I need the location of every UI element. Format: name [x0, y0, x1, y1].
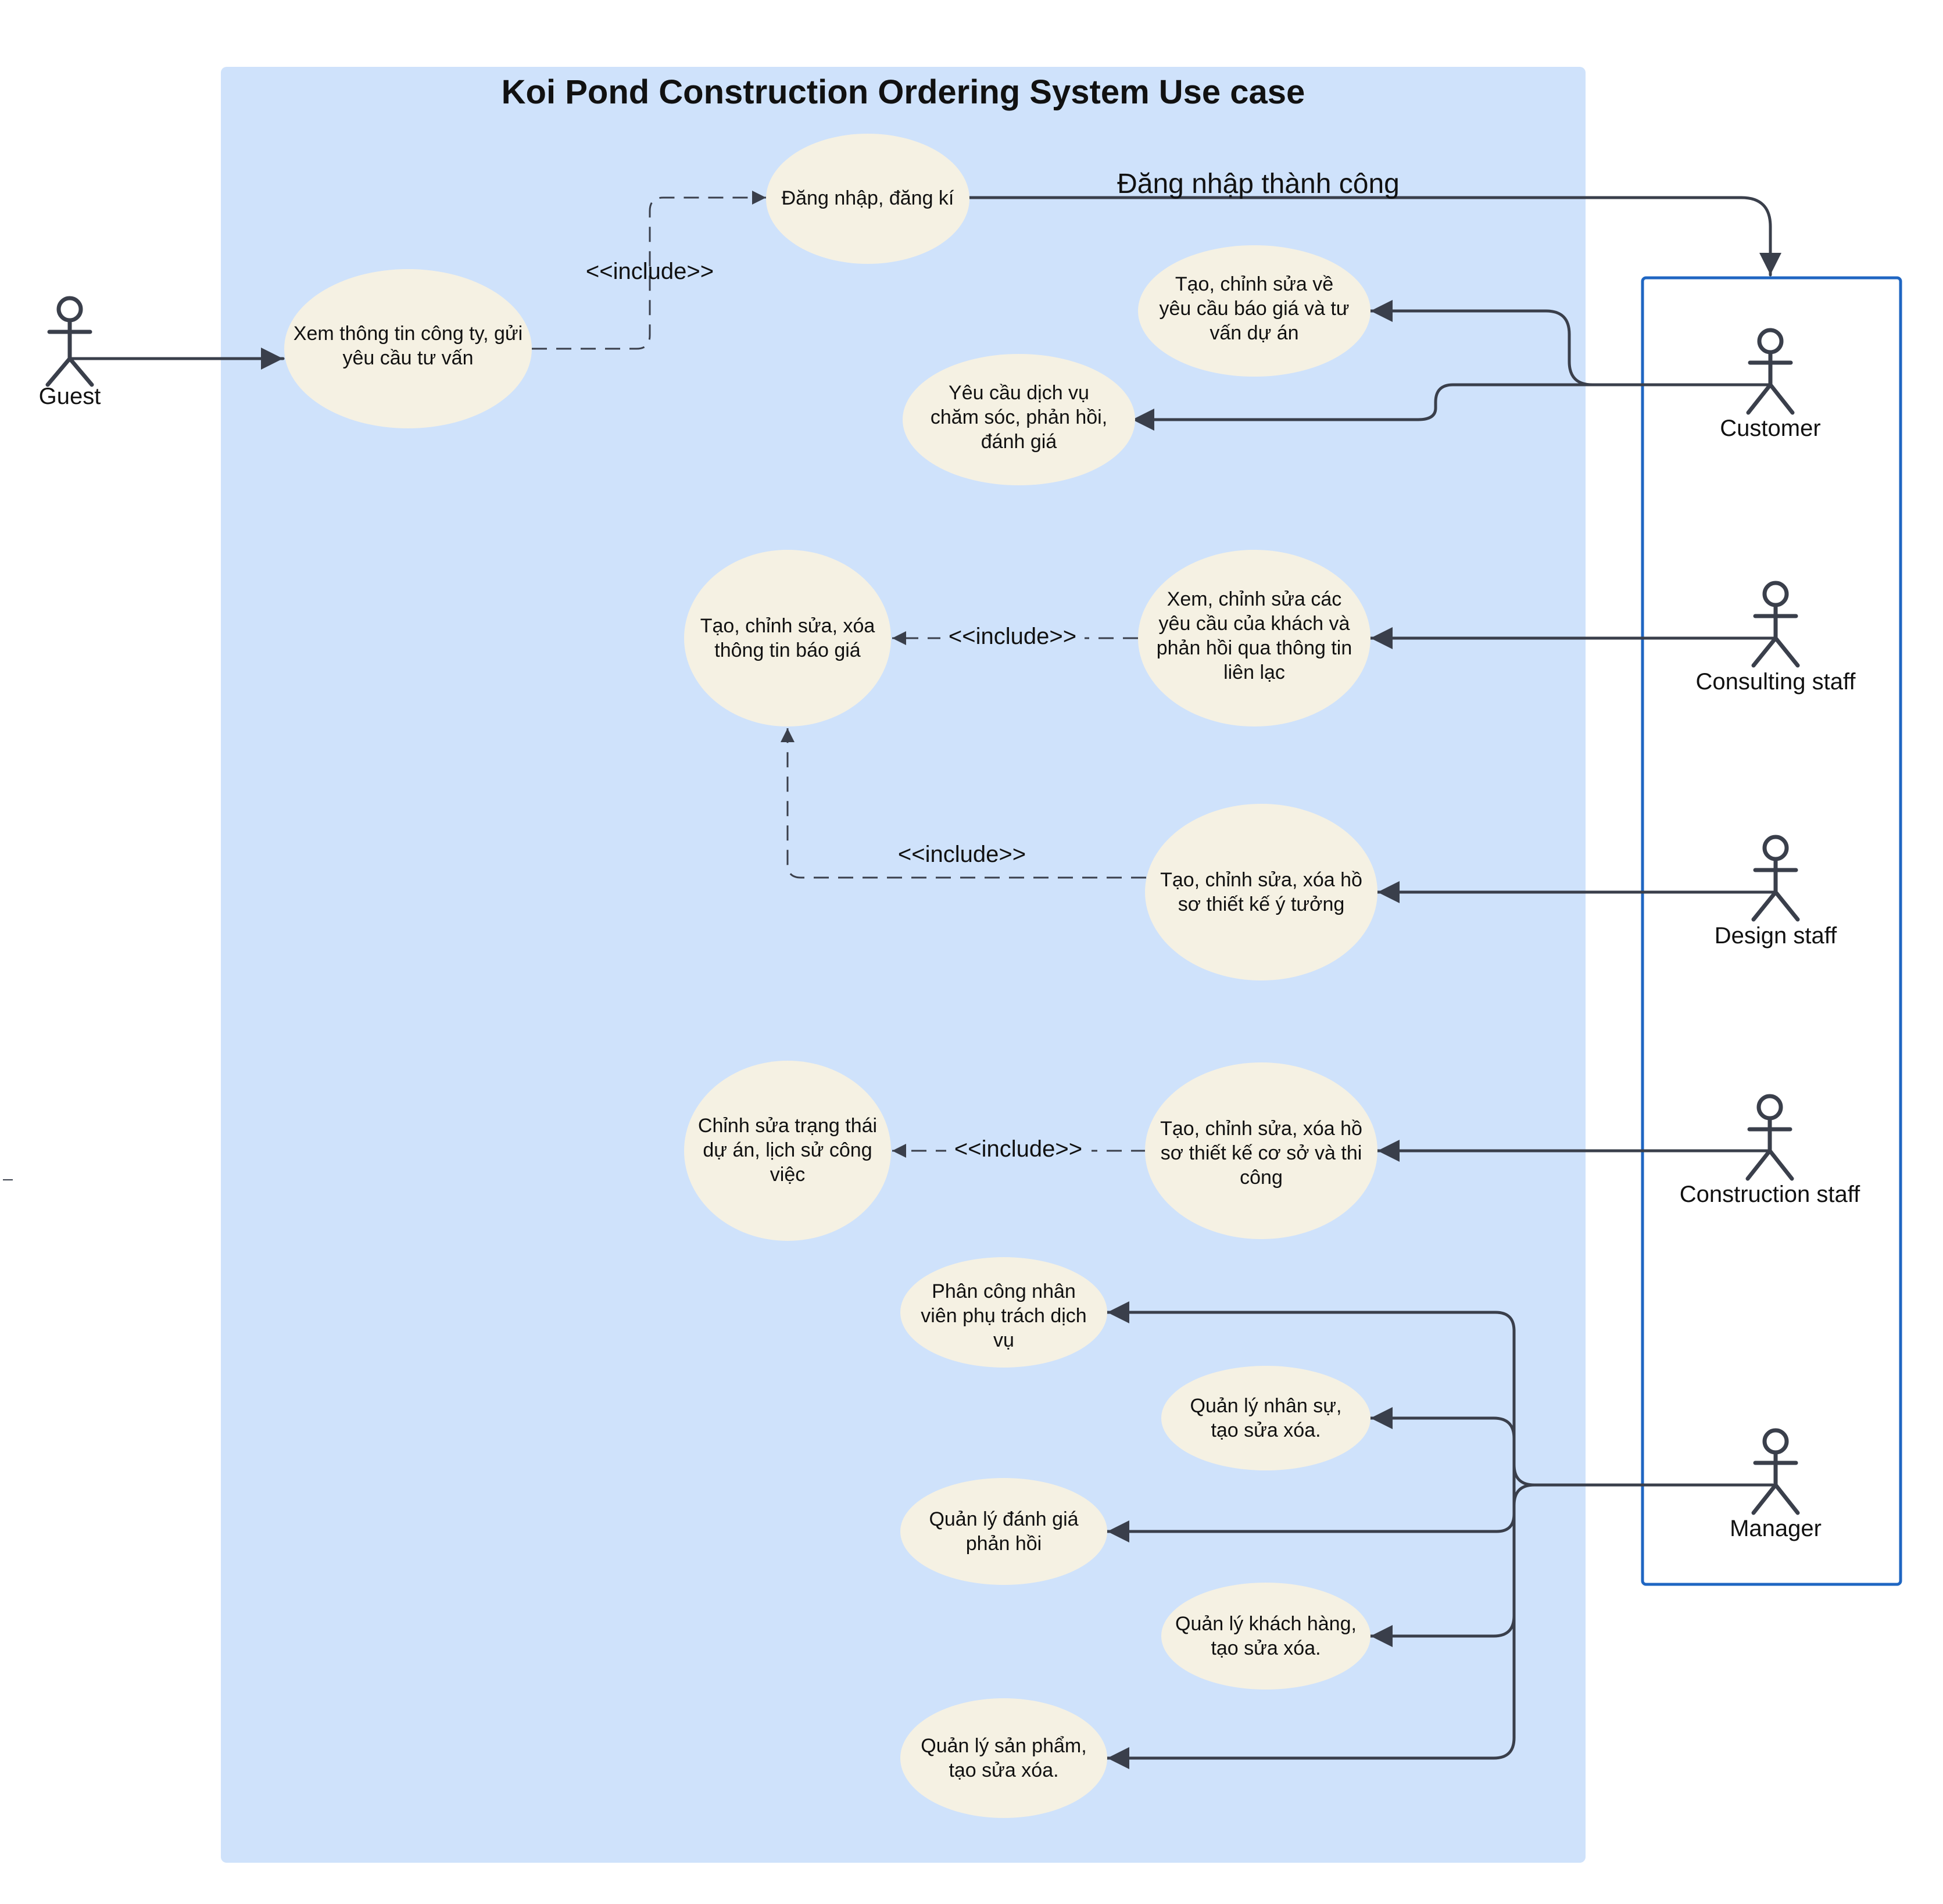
edge-customer-yeu-cau [1130, 383, 1594, 431]
edge-label-login-success: Đăng nhập thành công [1117, 169, 1400, 199]
usecase-dang-nhap[interactable]: Đăng nhập, đăng kí [766, 134, 969, 264]
edge-manager-san-pham [1105, 1614, 1516, 1769]
actor-manager[interactable] [1751, 1428, 1800, 1515]
edge-label-include-bao-gia-2: <<include>> [898, 842, 1026, 867]
svg-text:Đăng nhập, đăng kí: Đăng nhập, đăng kí [782, 187, 954, 209]
actor-box [1641, 276, 1902, 1586]
svg-text:Quản lý sản phẩm,tạo sửa xóa.: Quản lý sản phẩm,tạo sửa xóa. [921, 1735, 1086, 1781]
stick-figure-icon [56, 296, 83, 323]
stick-figure-icon [1756, 1094, 1783, 1121]
actor-consulting-label: Consulting staff [1696, 669, 1856, 695]
edge-label-include-login: <<include>> [586, 259, 714, 284]
actor-construction-label: Construction staff [1680, 1182, 1860, 1207]
edge-login-success [968, 196, 1781, 277]
edge-label-include-bao-gia-1: <<include>> [949, 624, 1076, 649]
edge-manager-phan-cong [1105, 1301, 1516, 1507]
actor-design-staff[interactable] [1751, 835, 1800, 922]
edge-label-bg-1 [940, 622, 1085, 652]
edge-manager-nhan-su [1369, 1407, 1536, 1487]
actor-customer-label: Customer [1720, 416, 1820, 441]
usecase-san-pham[interactable]: Quản lý sản phẩm,tạo sửa xóa. [900, 1698, 1107, 1818]
svg-text:Quản lý nhân sự,tạo sửa xóa.: Quản lý nhân sự,tạo sửa xóa. [1190, 1395, 1342, 1441]
actor-consulting-staff[interactable] [1751, 581, 1800, 668]
actor-manager-label: Manager [1730, 1516, 1822, 1541]
edge-label-bg-2 [889, 840, 1035, 870]
actor-guest-label: Guest [39, 384, 101, 409]
stick-figure-icon [1762, 581, 1789, 607]
edge-label-bg-3 [946, 1134, 1092, 1165]
usecase-nhan-su[interactable]: Quản lý nhân sự,tạo sửa xóa. [1161, 1366, 1371, 1470]
stick-figure-icon [1762, 1428, 1789, 1455]
edge-include-login [532, 191, 766, 350]
edge-label-include-trang-thai: <<include>> [954, 1136, 1082, 1162]
actor-construction-staff[interactable] [1745, 1094, 1794, 1181]
stick-figure-icon [1762, 835, 1789, 861]
actor-guest[interactable] [45, 296, 94, 387]
connectors [68, 196, 1781, 1769]
svg-text:Quản lý khách hàng,tạo sửa xóa: Quản lý khách hàng,tạo sửa xóa. [1175, 1613, 1357, 1659]
stick-figure-icon [1757, 328, 1784, 355]
edge-include-bao-gia-2 [781, 728, 1146, 879]
actor-design-label: Design staff [1715, 923, 1837, 949]
actor-customer[interactable] [1746, 328, 1795, 415]
system-title: Koi Pond Construction Ordering System Us… [502, 73, 1305, 111]
usecase-khach-hang[interactable]: Quản lý khách hàng,tạo sửa xóa. [1161, 1583, 1371, 1690]
